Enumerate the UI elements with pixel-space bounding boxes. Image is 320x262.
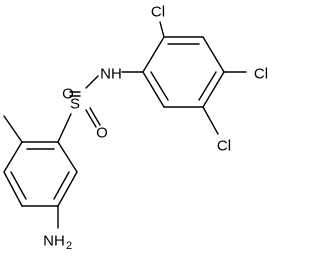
atom-labels: NH S O O O NH 2 Cl Cl Cl	[43, 4, 268, 253]
bond-ring-a5	[3, 171, 23, 207]
bond-ring-a2	[57, 141, 78, 173]
bond-ring-b3	[202, 36, 225, 73]
bond-s-o-bottom-2	[89, 107, 101, 126]
bond-ring-a-double2	[53, 171, 70, 200]
label-sulfur: S	[70, 96, 80, 113]
bond-ring-a3	[57, 171, 78, 207]
bond-ring-a6	[3, 141, 23, 173]
bond-s-o-bottom-1	[85, 109, 97, 128]
label-amine-sub: 2	[66, 240, 72, 252]
label-cl-bottom: Cl	[217, 138, 231, 155]
bond-lines	[3, 21, 247, 229]
bond-ring-s	[57, 113, 72, 143]
bond-ring-b1	[142, 36, 165, 73]
label-cl-right: Cl	[254, 66, 268, 83]
bond-methyl	[3, 115, 23, 143]
label-cl-top: Cl	[151, 4, 165, 21]
bond-cl-bottom	[202, 106, 219, 135]
molecule-structure: NH S O O O NH 2 Cl Cl Cl	[3, 4, 268, 253]
label-oxygen-bottom: O	[96, 125, 108, 142]
bond-ring-b-double2	[198, 71, 217, 101]
bond-ring-a-double3	[10, 171, 27, 200]
bond-ring-b6	[142, 71, 165, 108]
bond-ring-b4	[202, 71, 225, 108]
bond-cl-top	[159, 21, 165, 38]
label-nh: NH	[100, 66, 122, 83]
label-amine: NH	[43, 233, 65, 250]
label-oxygen-left: O	[62, 86, 74, 103]
bond-ring-b-double3	[150, 71, 169, 101]
bond-s-n	[85, 75, 99, 89]
